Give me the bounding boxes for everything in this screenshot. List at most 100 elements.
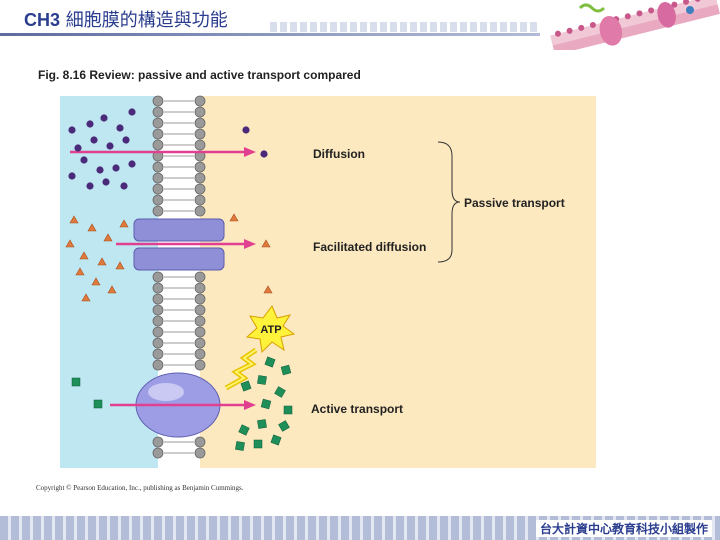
solute-triangle [69,215,79,224]
solute-square [280,364,292,376]
solute-dot [128,108,136,116]
pump-highlight [148,383,184,401]
chapter-label: CH3 [24,10,61,30]
copyright-notice: Copyright © Pearson Education, Inc., pub… [36,484,244,492]
solute-triangle [229,213,239,222]
solute-dot [112,164,120,172]
lipid-head [194,117,206,129]
phospholipid-bilayer [152,95,206,459]
actively-transported-molecules [71,356,293,451]
lipid-head [152,183,164,195]
lipid-head [194,326,206,338]
solute-triangle [91,277,101,286]
solute-dot [120,182,128,190]
solute-dot [116,124,124,132]
solute-triangle [263,285,273,294]
lipid-head [194,205,206,217]
lipid-head [194,359,206,371]
figure-title: Fig. 8.16 Review: passive and active tra… [38,68,361,82]
solute-triangle [103,233,113,242]
lipid-head [152,359,164,371]
lipid-head [152,326,164,338]
solute-square [257,419,267,429]
lipid-head [194,348,206,360]
solute-square [264,356,276,368]
solute-triangle [119,219,129,228]
lipid-head [152,293,164,305]
lipid-head [152,139,164,151]
solute-square [270,434,282,446]
solute-dot [96,166,104,174]
solute-dot [86,120,94,128]
passive-transport-label: Passive transport [464,196,565,210]
diffusion-label: Diffusion [313,147,365,161]
lipid-head [194,315,206,327]
lipid-head [152,436,164,448]
lipid-head [152,161,164,173]
solute-dot [68,172,76,180]
lipid-head [152,447,164,459]
atp-label: ATP [260,324,281,336]
lipid-head [152,95,164,107]
chapter-title: 細胞膜的構造與功能 [65,10,228,31]
solute-triangle [107,285,117,294]
lipid-head [194,106,206,118]
lipid-head [194,128,206,140]
header-rule [0,33,720,36]
solute-triangle [87,223,97,232]
solute-square [278,420,290,432]
solute-triangle [65,239,75,248]
solute-square [93,399,103,409]
facilitated-diffusion-label: Facilitated diffusion [313,240,426,254]
lipid-head [152,128,164,140]
solute-triangle [97,257,107,266]
lipid-head [152,337,164,349]
atp-burst-icon [245,305,296,354]
lipid-head [194,337,206,349]
lipid-head [152,271,164,283]
footer-credit: 台大計資中心教育科技小組製作 [535,520,712,537]
lipid-head [152,172,164,184]
solute-dot [260,150,268,158]
solute-dot [102,178,110,186]
solute-triangle [81,293,91,302]
lipid-head [194,183,206,195]
solute-triangle [79,251,89,260]
active-transport-label: Active transport [311,402,403,416]
energy-bolt-outline [225,349,257,389]
solute-dot [242,126,250,134]
solute-square [283,405,293,415]
solute-dot [74,144,82,152]
solute-dot [106,142,114,150]
solute-triangle [75,267,85,276]
solute-square [240,380,252,392]
lipid-head [194,161,206,173]
solute-square [260,398,272,410]
solute-dot [86,182,94,190]
passive-transport-bracket [437,141,461,263]
lipid-head [194,293,206,305]
solute-dot [80,156,88,164]
channel-protein-upper [133,218,225,242]
solute-square [253,439,263,449]
solute-dot [90,136,98,144]
slide-title: CH3 細胞膜的構造與功能 [24,6,228,32]
solute-square [238,424,250,436]
diffusion-arrowhead [244,147,256,157]
lipid-head [194,282,206,294]
slide-header: CH3 細胞膜的構造與功能 [0,0,720,50]
lipid-head [152,348,164,360]
solute-square [235,441,245,451]
diffusing-molecules [68,108,268,190]
solute-square [257,375,267,385]
facilitated-arrowhead [244,239,256,249]
lipid-head [152,117,164,129]
lipid-head [194,172,206,184]
lipid-head [194,304,206,316]
lipid-head [152,194,164,206]
lipid-head [152,304,164,316]
lipid-head [194,271,206,283]
solute-square [71,377,81,387]
solute-triangle [261,239,271,248]
